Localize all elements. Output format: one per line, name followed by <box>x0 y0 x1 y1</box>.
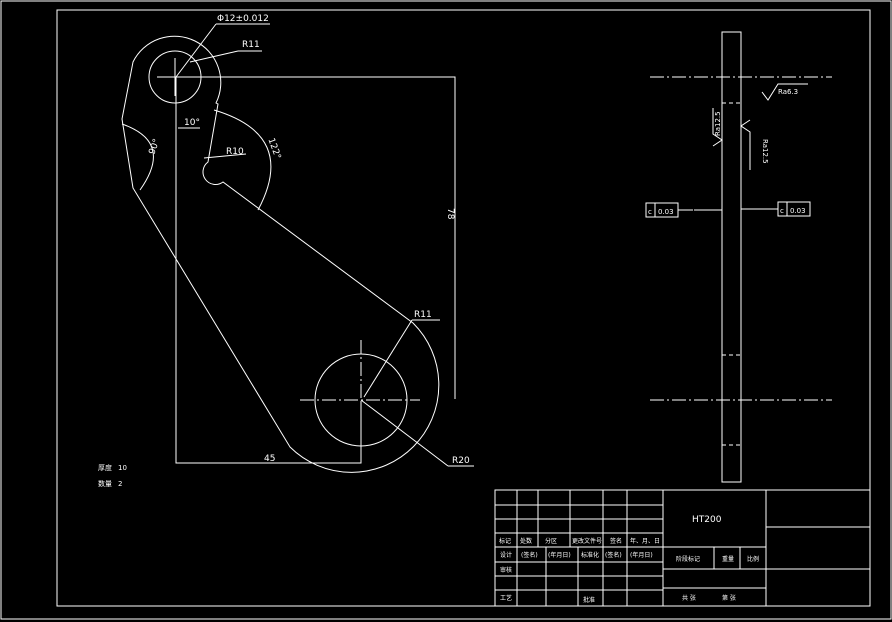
tb-count-label: 处数 <box>520 537 532 545</box>
top-hole <box>148 50 202 104</box>
r20-leader <box>360 399 449 467</box>
note-thickness-value: 10 <box>118 464 127 472</box>
top-center-mark <box>157 58 193 96</box>
flatness-left-value: 0.03 <box>658 208 674 216</box>
hole-dia-leader <box>175 23 217 78</box>
tb-process-label: 工艺 <box>500 594 512 602</box>
angle-10-text: 10° <box>184 118 200 128</box>
reference-rectangle <box>175 76 456 399</box>
r11-bottom-text: R11 <box>414 310 432 320</box>
tb-zone-label: 分区 <box>545 537 557 545</box>
tb-sheet-no: 第 张 <box>722 594 736 602</box>
tb-mark-label: 标记 <box>499 537 511 545</box>
tb-design-label: 设计 <box>500 551 512 559</box>
ra-top-text: Ra6.3 <box>778 88 798 96</box>
r20-text: R20 <box>452 456 470 466</box>
note-thickness-label: 厚度 <box>98 463 112 472</box>
notes: 厚度 10 数量 2 <box>98 463 127 488</box>
r11-top-leader <box>189 50 239 63</box>
ra-left-text: Ra12.5 <box>714 111 722 136</box>
tb-weight-label: 重量 <box>722 555 734 563</box>
tb-scale-label: 比例 <box>747 555 759 563</box>
r10-leader <box>203 153 247 159</box>
r10-text: R10 <box>226 147 244 157</box>
note-quantity-label: 数量 <box>98 479 112 488</box>
angle-arc-right <box>213 109 272 211</box>
tb-sign-label: 签名 <box>610 537 622 545</box>
side-profile <box>721 31 742 483</box>
bottom-center-mark <box>300 340 420 444</box>
tb-date2: (年月日) <box>630 551 653 559</box>
flatness-frame-right: c 0.03 <box>741 201 811 217</box>
front-view: Φ12±0.012 R11 10° R10 122° 90° 78 R11 R2… <box>121 14 474 473</box>
flatness-left-symbol: c <box>648 208 652 216</box>
ra-top-symbol <box>761 83 808 101</box>
tb-date-label: 年、月、日 <box>630 537 660 545</box>
hole-dia-text: Φ12±0.012 <box>217 14 269 24</box>
dim-78-text: 78 <box>445 208 455 220</box>
tb-std-label: 标准化 <box>581 551 599 559</box>
tb-date1: (年月日) <box>548 551 571 559</box>
tb-review-label: 审核 <box>500 566 512 574</box>
r11-top-text: R11 <box>242 40 260 50</box>
tb-change-label: 更改文件号 <box>572 537 602 545</box>
side-view: Ra6.3 Ra12.5 Ra12.5 c 0.03 c 0.03 <box>645 31 832 483</box>
ra-left-symbol <box>712 108 723 147</box>
title-block: HT200 标记 处数 分区 更改文件号 签名 年、月、日 设计 (签名) (年… <box>494 489 871 607</box>
reference-bottom-line <box>175 128 362 464</box>
angle-arc-left <box>121 123 154 191</box>
part-outline <box>121 35 440 473</box>
ra-right-symbol <box>740 119 751 170</box>
flatness-frame-left: c 0.03 <box>645 202 722 218</box>
tb-sign1: (签名) <box>521 551 538 559</box>
dim-45-text: 45 <box>264 454 275 464</box>
angle-left-text: 90° <box>147 138 162 156</box>
flatness-right-value: 0.03 <box>790 207 806 215</box>
tb-approve-label: 批准 <box>583 596 595 604</box>
tb-sign2: (签名) <box>605 551 622 559</box>
material-text: HT200 <box>692 515 722 525</box>
inner-border <box>56 9 871 607</box>
note-quantity-value: 2 <box>118 480 122 488</box>
tb-stage-label: 阶段标记 <box>676 555 700 563</box>
ra-right-text: Ra12.5 <box>761 139 769 164</box>
flatness-right-symbol: c <box>780 207 784 215</box>
r11-bottom-leader <box>363 319 413 398</box>
tb-sheets-total: 共 张 <box>682 594 696 602</box>
